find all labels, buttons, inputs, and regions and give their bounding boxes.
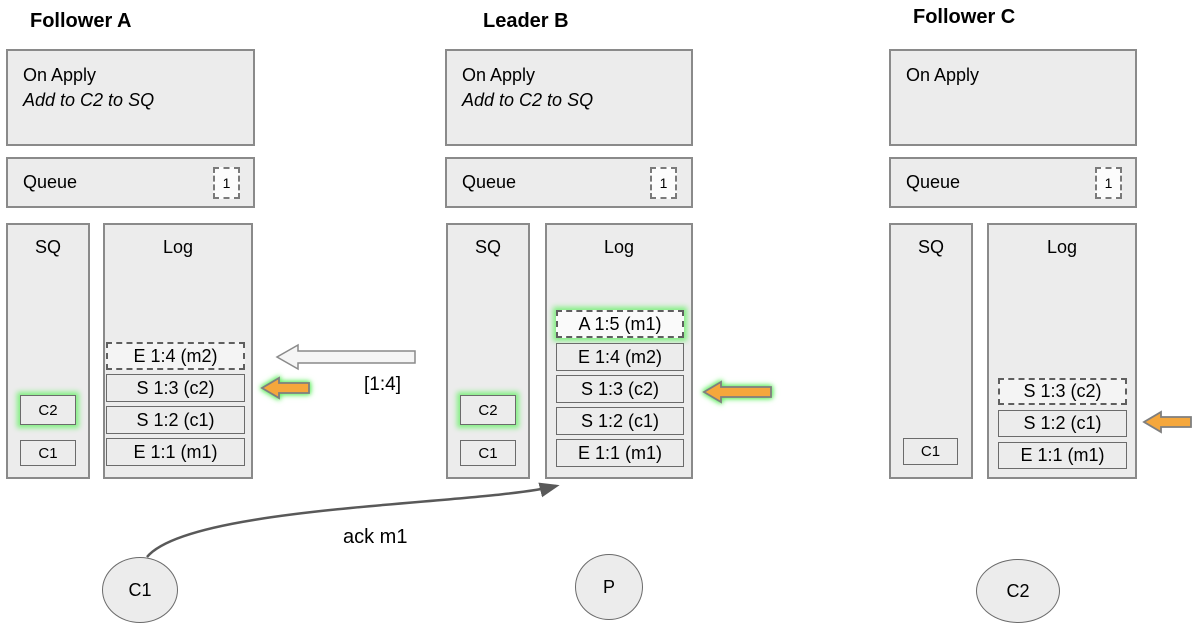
apply-pointer-icon-c <box>1142 410 1192 434</box>
queue-count-badge-b: 1 <box>650 167 677 199</box>
log-entry: E 1:4 (m2) <box>106 342 245 370</box>
sq-box-c: SQ <box>889 223 973 479</box>
sq-item-c1-c: C1 <box>903 438 958 465</box>
on-apply-line1: On Apply <box>23 65 97 85</box>
on-apply-box-b: On Apply Add to C2 to SQ <box>445 49 693 146</box>
queue-box-c: Queue <box>889 157 1137 208</box>
on-apply-line2: Add to C2 to SQ <box>462 90 594 110</box>
log-entry: E 1:4 (m2) <box>556 343 684 371</box>
log-entry: E 1:1 (m1) <box>998 442 1127 469</box>
on-apply-line1: On Apply <box>906 65 980 85</box>
log-box-c: Log <box>987 223 1137 479</box>
log-entry-highlighted: A 1:5 (m1) <box>556 310 684 338</box>
sq-label: SQ <box>474 237 501 257</box>
log-label: Log <box>1046 237 1078 257</box>
actor-client-c1: C1 <box>102 557 178 623</box>
log-entry: E 1:1 (m1) <box>106 438 245 466</box>
apply-pointer-icon-a <box>260 376 310 400</box>
sq-box-b: SQ <box>446 223 530 479</box>
sq-item-c1-a: C1 <box>20 440 76 466</box>
queue-label: Queue <box>23 172 78 192</box>
log-entry: S 1:3 (c2) <box>998 378 1127 405</box>
log-label: Log <box>603 237 635 257</box>
apply-pointer-icon-b <box>702 380 772 404</box>
log-entry: S 1:3 (c2) <box>556 375 684 403</box>
node-title-leader-b: Leader B <box>483 10 569 32</box>
on-apply-line1: On Apply <box>462 65 536 85</box>
log-entry: S 1:2 (c1) <box>556 407 684 435</box>
sq-box-a: SQ <box>6 223 90 479</box>
log-entry: S 1:3 (c2) <box>106 374 245 402</box>
queue-label: Queue <box>462 172 517 192</box>
on-apply-line2: Add to C2 to SQ <box>23 90 155 110</box>
queue-count-badge-c: 1 <box>1095 167 1122 199</box>
log-label: Log <box>162 237 194 257</box>
actor-proposer-p: P <box>575 554 643 620</box>
sq-item-c2-b: C2 <box>460 395 516 425</box>
sq-item-c2-a: C2 <box>20 395 76 425</box>
replicate-arrow-icon <box>275 343 416 371</box>
log-entry: S 1:2 (c1) <box>998 410 1127 437</box>
on-apply-box-c: On Apply <box>889 49 1137 146</box>
node-title-follower-a: Follower A <box>30 10 132 32</box>
sq-label: SQ <box>34 237 61 257</box>
ack-label: ack m1 <box>343 526 408 548</box>
replicate-range-label: [1:4] <box>364 374 401 395</box>
log-entry: S 1:2 (c1) <box>106 406 245 434</box>
queue-count-badge-a: 1 <box>213 167 240 199</box>
sq-label: SQ <box>917 237 944 257</box>
actor-client-c2: C2 <box>976 559 1060 623</box>
log-entry: E 1:1 (m1) <box>556 439 684 467</box>
queue-label: Queue <box>906 172 961 192</box>
sq-item-c1-b: C1 <box>460 440 516 466</box>
on-apply-box-a: On Apply Add to C2 to SQ <box>6 49 255 146</box>
node-title-follower-c: Follower C <box>913 6 1016 28</box>
